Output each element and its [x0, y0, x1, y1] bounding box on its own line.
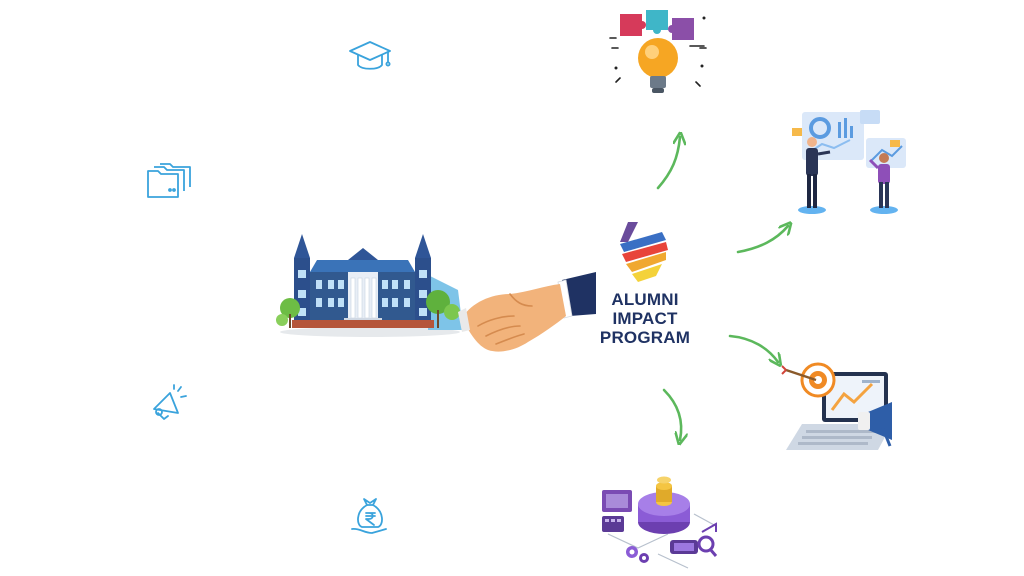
analytics-dashboard-illustration — [792, 110, 906, 214]
arrow-to-analytics — [736, 226, 788, 254]
target-marketing-illustration — [781, 362, 892, 450]
arrow-to-marketing — [728, 334, 778, 362]
graduation-cap-icon — [349, 41, 391, 70]
megaphone-icon — [153, 384, 187, 420]
logo-line-2: IMPACT — [612, 309, 678, 328]
university-building-illustration — [276, 234, 463, 337]
logo-line-3: PROGRAM — [599, 328, 691, 347]
arrow-to-innovation — [656, 137, 680, 190]
rupee-money-bag-icon — [351, 498, 387, 534]
puzzle-lightbulb-illustration — [609, 10, 707, 93]
handshake-illustration — [458, 272, 596, 352]
logo-line-1: ALUMNI — [611, 290, 679, 309]
folders-icon — [147, 163, 191, 198]
finance-growth-illustration — [602, 476, 718, 569]
alumni-impact-logo-mark — [620, 222, 668, 282]
arrow-to-finance — [662, 388, 681, 440]
